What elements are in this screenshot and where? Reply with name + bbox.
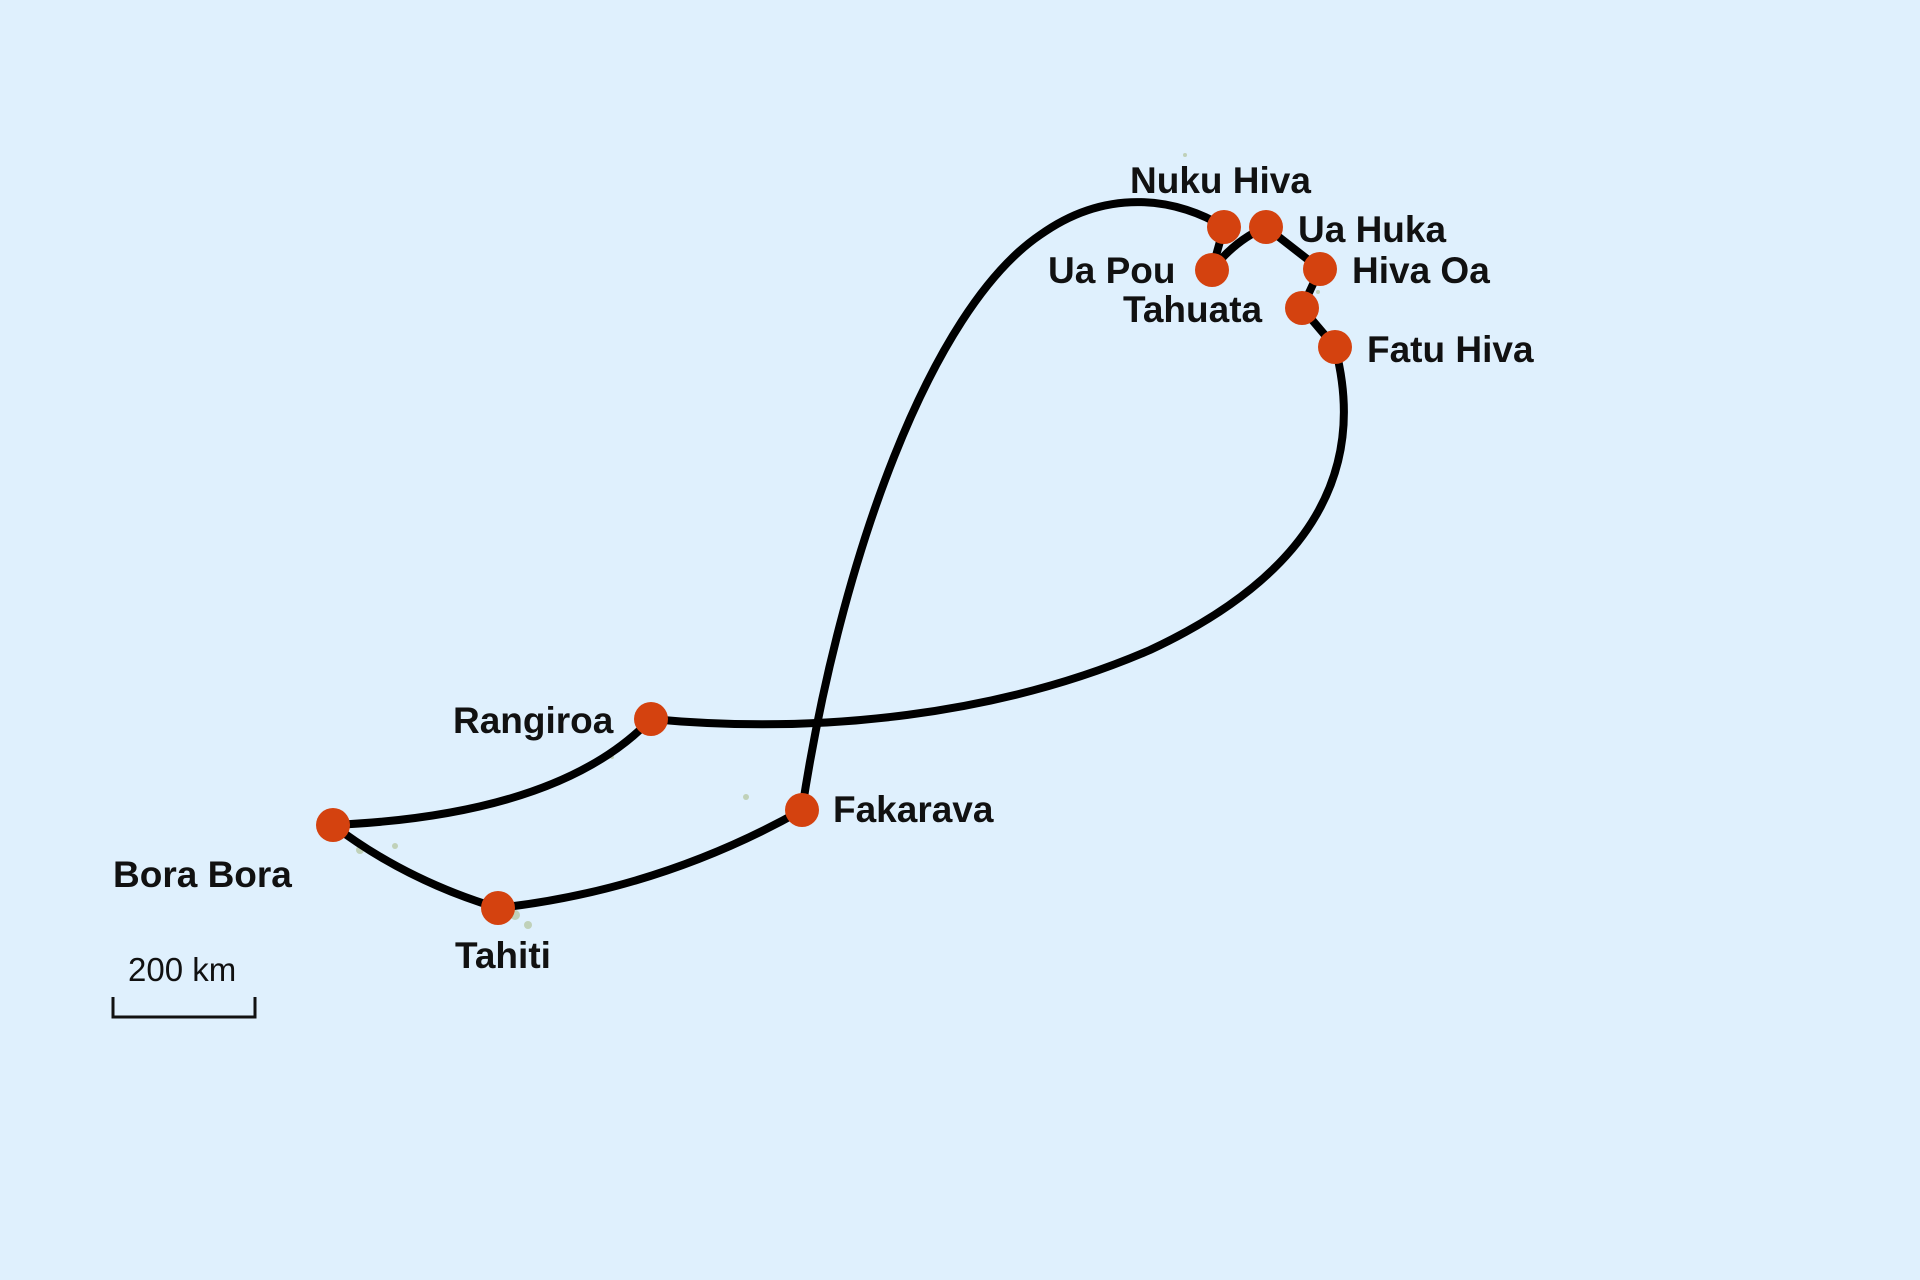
islet [392, 843, 398, 849]
stop-label-rangiroa: Rangiroa [453, 700, 614, 741]
islet-specks [356, 153, 1320, 929]
stop-label-ua-pou: Ua Pou [1048, 250, 1175, 291]
stop-label-ua-huka: Ua Huka [1298, 209, 1446, 250]
stop-marker-rangiroa[interactable] [634, 702, 668, 736]
route-segment-bora-bora-to-tahiti [329, 821, 502, 912]
stop-marker-ua-huka[interactable] [1249, 210, 1283, 244]
stop-label-bora-bora: Bora Bora [113, 854, 292, 895]
stop-marker-tahiti[interactable] [481, 891, 515, 925]
islet [1316, 290, 1320, 294]
stop-label-nuku-hiva: Nuku Hiva [1130, 160, 1311, 201]
islet [524, 921, 532, 929]
scale-bar-line [111, 997, 257, 1019]
route-segment-tahiti-to-fakarava [494, 806, 806, 912]
stop-marker-ua-pou[interactable] [1195, 253, 1229, 287]
stop-marker-hiva-oa[interactable] [1303, 252, 1337, 286]
stop-marker-tahuata[interactable] [1285, 291, 1319, 325]
route-segment-fakarava-to-nuku-hiva [798, 198, 1228, 814]
stop-label-hiva-oa: Hiva Oa [1352, 250, 1490, 291]
stop-marker-bora-bora[interactable] [316, 808, 350, 842]
stop-label-tahiti: Tahiti [455, 935, 551, 976]
stop-label-fakarava: Fakarava [833, 789, 994, 830]
stop-marker-fakarava[interactable] [785, 793, 819, 827]
scale-bar: 200 km [111, 951, 257, 1019]
port-stops [316, 210, 1352, 925]
stop-marker-fatu-hiva[interactable] [1318, 330, 1352, 364]
stop-marker-nuku-hiva[interactable] [1207, 210, 1241, 244]
stop-label-fatu-hiva: Fatu Hiva [1367, 329, 1534, 370]
scale-bar-label: 200 km [128, 951, 236, 988]
route-segment-fatu-hiva-to-rangiroa [647, 343, 1348, 729]
islet [743, 794, 749, 800]
stop-label-tahuata: Tahuata [1123, 289, 1263, 330]
route-segment-rangiroa-to-bora-bora [329, 715, 655, 829]
islet [1183, 153, 1187, 157]
